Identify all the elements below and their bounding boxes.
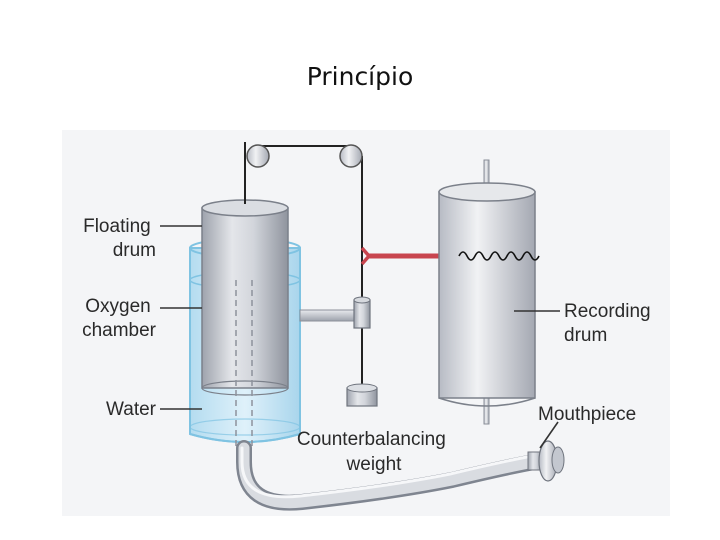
pulley-right bbox=[339, 144, 363, 168]
mouthpiece bbox=[527, 440, 565, 482]
recording-trace bbox=[458, 251, 540, 261]
label-mouthpiece: Mouthpiece bbox=[538, 404, 636, 425]
breathing-tube bbox=[236, 440, 542, 511]
label-recording-drum: Recording drum bbox=[564, 301, 656, 346]
label-water: Water bbox=[106, 399, 157, 420]
pulley-left bbox=[246, 144, 270, 168]
label-floating-drum: Floating drum bbox=[83, 216, 156, 261]
guide-arm bbox=[299, 296, 371, 329]
leader-lines bbox=[160, 225, 560, 449]
label-oxygen-chamber: Oxygen chamber bbox=[82, 296, 157, 341]
spirometer-svg: Floating drum Oxygen chamber Water Recor… bbox=[82, 142, 656, 511]
spirometer-diagram: Floating drum Oxygen chamber Water Recor… bbox=[62, 130, 670, 516]
label-counterbalancing-weight: Counterbalancing weight bbox=[297, 429, 451, 475]
floating-drum bbox=[201, 199, 289, 448]
recording-drum bbox=[438, 159, 540, 425]
slide-title: Princípio bbox=[306, 62, 414, 91]
pulley-system bbox=[244, 142, 363, 384]
counterweight bbox=[346, 383, 378, 407]
